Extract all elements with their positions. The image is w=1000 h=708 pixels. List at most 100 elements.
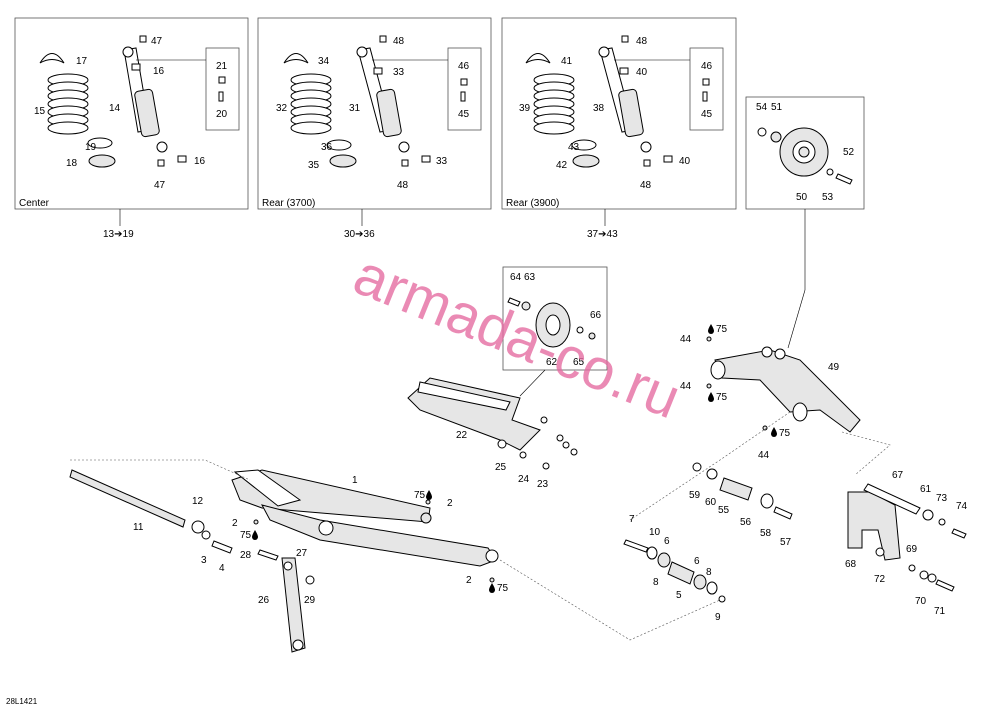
label: 50	[796, 192, 808, 203]
label: 8	[706, 567, 712, 578]
label: 8	[653, 577, 659, 588]
oil-drop-icon	[708, 324, 714, 334]
label: 55	[718, 505, 730, 516]
label: 11	[133, 522, 144, 533]
label: 44	[680, 381, 692, 392]
oil-label: 75	[716, 324, 728, 335]
center-frame-22	[407, 377, 578, 470]
label: 58	[760, 528, 772, 539]
main-arm-1	[231, 469, 499, 583]
label: 74	[956, 501, 968, 512]
label: 41	[561, 56, 573, 67]
label: 7	[629, 514, 635, 525]
label: 24	[518, 474, 530, 485]
rear3700-shock-assembly	[283, 35, 482, 168]
wheel-assembly	[757, 127, 853, 185]
label: 60	[705, 497, 717, 508]
label: 1	[352, 475, 358, 486]
label: 28	[240, 550, 252, 561]
label: 49	[828, 362, 840, 373]
label: 48	[640, 180, 652, 191]
label: 54	[756, 102, 768, 113]
idler-box	[502, 266, 608, 371]
label: 23	[537, 479, 549, 490]
drawing-code: 28L1421	[6, 697, 38, 706]
label: 57	[780, 537, 792, 548]
rear3700-ref: 30➔36	[344, 229, 375, 240]
center-caption: Center	[19, 198, 50, 209]
axle-parts-55-60	[692, 462, 793, 520]
rear3900-ref: 37➔43	[587, 229, 618, 240]
label: 62	[546, 357, 558, 368]
center-shock-assembly	[39, 35, 240, 168]
center-axle-parts	[623, 539, 726, 603]
label: 52	[843, 147, 855, 158]
label: 26	[258, 595, 270, 606]
label: 72	[874, 574, 886, 585]
oil-drop-icon	[489, 583, 495, 593]
label: 71	[934, 606, 946, 617]
rear3900-caption: Rear (3900)	[506, 198, 559, 209]
label: 12	[192, 496, 204, 507]
label: 16	[194, 156, 206, 167]
label: 27	[296, 548, 308, 559]
label: 40	[636, 67, 648, 78]
rod-11	[69, 469, 233, 554]
label: 9	[715, 612, 721, 623]
label: 16	[153, 66, 165, 77]
label: 67	[892, 470, 904, 481]
label: 65	[573, 357, 585, 368]
label: 3	[201, 555, 207, 566]
rear3700-caption: Rear (3700)	[262, 198, 315, 209]
oil-symbols: 75 75 75 75 75 75	[240, 324, 791, 594]
label: 25	[495, 462, 507, 473]
label: 44	[758, 450, 770, 461]
label: 2	[447, 498, 453, 509]
label: 48	[397, 180, 409, 191]
link-26	[257, 549, 315, 653]
label: 69	[906, 544, 918, 555]
oil-label: 75	[779, 428, 791, 439]
label: 39	[519, 103, 531, 114]
oil-drop-icon	[426, 490, 432, 500]
label: 45	[458, 109, 470, 120]
label: 61	[920, 484, 932, 495]
label: 18	[66, 158, 78, 169]
label: 53	[822, 192, 834, 203]
label: 14	[109, 103, 121, 114]
label: 48	[636, 36, 648, 47]
label: 42	[556, 160, 568, 171]
oil-drop-icon	[771, 427, 777, 437]
label: 70	[915, 596, 927, 607]
label: 48	[393, 36, 405, 47]
label: 64	[510, 272, 522, 283]
label: 35	[308, 160, 320, 171]
label: 29	[304, 595, 316, 606]
rear3900-shock-assembly	[525, 35, 724, 168]
label: 6	[664, 536, 670, 547]
center-ref: 13➔19	[103, 229, 134, 240]
idler-wheel-assembly	[507, 297, 596, 348]
label: 31	[349, 103, 361, 114]
label: 32	[276, 103, 288, 114]
label: 51	[771, 102, 783, 113]
label: 44	[680, 334, 692, 345]
oil-drop-icon	[252, 530, 258, 540]
label: 45	[701, 109, 713, 120]
bracket-68	[847, 483, 967, 592]
oil-label: 75	[716, 392, 728, 403]
label: 73	[936, 493, 948, 504]
label: 47	[151, 36, 163, 47]
center-box	[14, 17, 249, 210]
label: 63	[524, 272, 536, 283]
label-layer: 17 15 14 47 16 21 20 19 18 16 47 34 32 3…	[34, 36, 968, 623]
label: 38	[593, 103, 605, 114]
label: 47	[154, 180, 166, 191]
label: 68	[845, 559, 857, 570]
label: 36	[321, 142, 333, 153]
label: 6	[694, 556, 700, 567]
label: 21	[216, 61, 228, 72]
label: 59	[689, 490, 701, 501]
label: 17	[76, 56, 88, 67]
